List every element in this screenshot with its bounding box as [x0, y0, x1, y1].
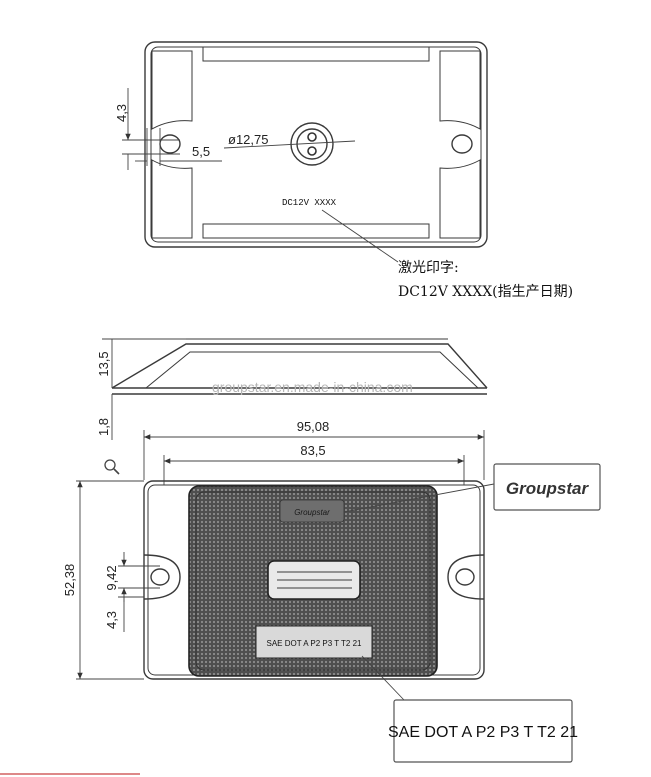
- callout-line-1: 激光印字:: [398, 259, 459, 276]
- ear-left: [143, 554, 181, 600]
- pad-bottom-left: [151, 159, 193, 239]
- callout-leader: [321, 209, 399, 263]
- dim-overall-length-label: 95,08: [297, 419, 330, 434]
- ear-hole-right: [455, 568, 475, 586]
- marking-callout-text: SAE DOT A P2 P3 T T2 21: [388, 724, 578, 741]
- magnifier-icon: [104, 459, 120, 475]
- logo-callout-box: [493, 463, 601, 511]
- mount-hole-left: [159, 134, 181, 154]
- pad-top-right: [439, 50, 481, 130]
- marking-callout-box: [393, 699, 573, 763]
- dim-height-label: 13,5: [96, 351, 111, 376]
- callout-line-2: DC12V XXXX(指生产日期): [398, 284, 573, 300]
- logo-callout-text: Groupstar: [506, 479, 590, 498]
- dim-diameter-leader: [223, 140, 356, 149]
- dim-hole-diameter-label: 9,42: [104, 565, 119, 590]
- side-view: 13,5 1,8 groupstar.en.made-in-china.com: [96, 338, 488, 440]
- marking-plate-text: SAE DOT A P2 P3 T T2 21: [266, 639, 362, 648]
- pad-bottom-right: [439, 159, 481, 239]
- top-slot: [202, 46, 430, 62]
- dim-hole-spacing-label: 4,3: [114, 104, 129, 122]
- logo-callout-leader: [343, 483, 495, 513]
- side-profile-inner: [145, 351, 479, 389]
- marking-callout-leader: [361, 655, 405, 701]
- bottom-slot: [202, 223, 430, 239]
- side-profile-top: [111, 343, 488, 389]
- marking-plate: [255, 625, 373, 659]
- body-print-text: DC12V XXXX: [282, 198, 337, 208]
- bottom-view: 95,08 83,5 Groupstar SAE DOT A P2 P3 T T…: [62, 419, 601, 763]
- dim-edge-offset-label: 5,5: [192, 144, 210, 159]
- housing-outline: [143, 480, 485, 680]
- lens-logo-text: Groupstar: [294, 508, 330, 517]
- lens-inner-border: [195, 491, 431, 671]
- dim-hole-offset-label: 4,3: [104, 611, 119, 629]
- ear-hole-left: [150, 568, 170, 586]
- dim-connector-diameter-label: ø12,75: [228, 132, 268, 147]
- pad-top-left: [151, 50, 193, 130]
- lens-logo-plate: [279, 499, 345, 523]
- connector-pin-2: [307, 146, 317, 156]
- top-view-outline: [144, 41, 488, 248]
- top-view: 4,3 5,5 ø12,75 DC12V XXXX 激光印字: DC12V XX…: [114, 41, 573, 300]
- dim-flange-label: 1,8: [96, 418, 111, 436]
- watermark: groupstar.en.made-in-china.com: [212, 379, 413, 395]
- mount-hole-right: [451, 134, 473, 154]
- dim-overall-height-label: 52,38: [62, 564, 77, 597]
- dim-lens-length-label: 83,5: [300, 443, 325, 458]
- connector-pin-1: [307, 132, 317, 142]
- ear-right: [447, 554, 485, 600]
